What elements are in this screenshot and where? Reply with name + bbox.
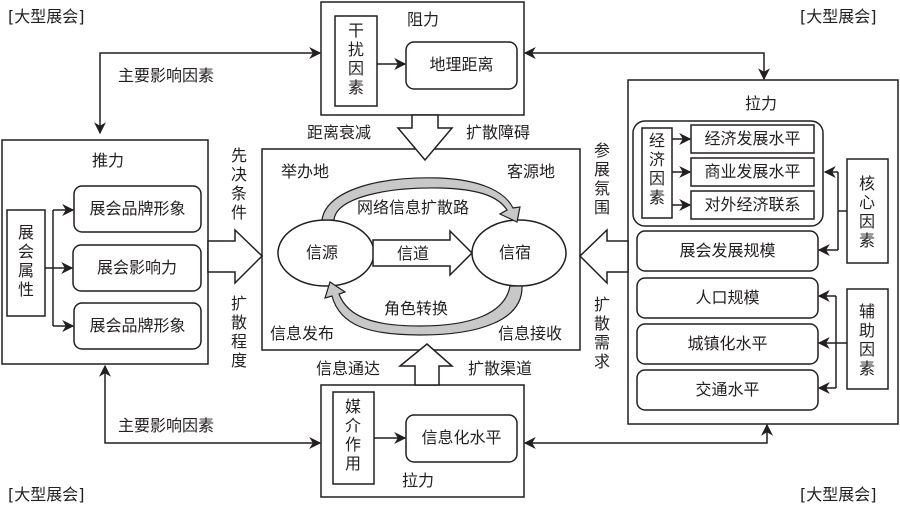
left-item-3: 展会品牌形象 [89,316,186,335]
bottom-to-right-connector [523,423,773,449]
econ-item-3: 对外经济联系 [704,195,801,214]
bottom-curve-arrow [324,281,523,336]
receive-label: 信息接收 [498,324,563,343]
arrow-label-top-left: 距离衰减 [307,123,372,142]
aux-item-3: 交通水平 [695,380,760,399]
left-hollow-arrow [207,228,264,285]
main-factor-bottom-connector [99,364,322,449]
publish-label: 信息发布 [270,324,335,343]
main-factor-label-top: 主要影响因素 [118,66,215,85]
left-item-2: 展会影响力 [96,258,177,277]
top-path-label: 网络信息扩散路 [357,198,470,217]
economic-group-box [632,120,824,227]
econ-item-1: 经济发展水平 [704,129,801,148]
top-to-right-connector [523,47,770,81]
core-factor-label: 核心因素 [858,174,875,250]
bottom-box-title: 拉力 [402,471,435,490]
top-box-item: 地理距离 [429,55,494,74]
host-label: 举办地 [281,162,330,181]
top-side-box [334,15,378,107]
economic-side-box [641,127,673,219]
bottom-hollow-arrow [397,343,454,386]
right-box-title: 拉力 [745,94,778,113]
arrow-label-top-right: 扩散障碍 [466,123,531,142]
origin-label: 客源地 [507,162,556,181]
top-curve-arrow [321,177,521,223]
channel-label: 信道 [397,244,430,263]
main-factor-top-connector [94,47,322,135]
sink-label: 信宿 [499,243,532,262]
aux-factor-label: 辅助因素 [858,302,875,378]
bottom-box-side-label: 媒介作用 [344,397,361,473]
aux-factor-box [846,288,889,390]
scale-item: 展会发展规模 [679,241,776,260]
right-hollow-arrow [578,228,629,285]
aux-item-2: 城镇化水平 [687,334,768,353]
top-box-title: 阻力 [407,10,440,29]
corner-label-top-left: [大型展会] [8,7,85,26]
main-factor-label-bottom: 主要影响因素 [118,416,215,435]
corner-label-bottom-right: [大型展会] [800,485,877,504]
left-box-side-label: 展会属性 [17,223,34,299]
left-item-1: 展会品牌形象 [89,199,186,218]
corner-label-bottom-left: [大型展会] [8,485,85,504]
corner-label-top-right: [大型展会] [800,7,877,26]
left-box-title: 推力 [92,151,125,170]
arrow-label-bottom-left: 信息通达 [316,359,381,378]
arrow-label-left-lower: 扩散程度 [230,294,247,370]
source-label: 信源 [306,243,339,262]
econ-item-2: 商业发展水平 [704,162,801,181]
bottom-box-item: 信息化水平 [421,428,502,447]
channel-arrow [372,229,474,277]
top-box-side-label: 干扰因素 [347,21,364,97]
arrow-label-right-lower: 扩散需求 [593,295,610,371]
arrow-label-left-upper: 先决条件 [230,146,247,222]
left-side-box [6,209,46,317]
aux-item-1: 人口规模 [695,288,760,307]
bottom-path-label: 角色转换 [384,299,449,318]
arrow-label-right-upper: 参展氛围 [593,141,610,217]
economic-side-label: 经济因素 [648,131,665,207]
top-hollow-arrow [396,114,454,162]
arrow-label-bottom-right: 扩散渠道 [468,359,533,378]
